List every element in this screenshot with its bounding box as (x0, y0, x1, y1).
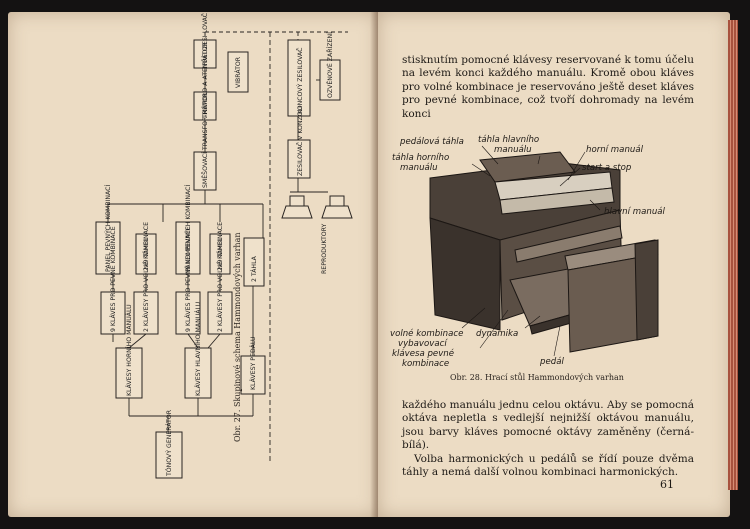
block-label: KONCOVÝ ZESILOVAČ (295, 48, 304, 114)
left-page: PŘEDZESI-LOVAČ VIBRÁTOR TREMOLO A ATENUÁ… (8, 12, 378, 517)
block-label: 2x9 TÁHEL (215, 237, 224, 271)
label-pedal: pedál (539, 357, 564, 367)
echo-block (319, 59, 341, 101)
tremolo-block (193, 91, 217, 121)
tone-generator-block (155, 431, 183, 479)
console-amp-block (287, 139, 311, 179)
preamp-block (193, 39, 217, 69)
speaker-icon (281, 195, 353, 219)
free-keys-block-1 (133, 291, 159, 335)
block-label: OZVĚNOVÉ ZAŘÍZENÍ (325, 32, 334, 98)
label-upper-drawbars: táhla horního (392, 153, 449, 163)
main-manual-block (184, 347, 212, 399)
organ-console-figure: pedálová táhla táhla hlavního manuálu tá… (390, 135, 666, 369)
paragraph-bottom-2: Volba harmonických u pedálů se řídí pouz… (402, 452, 694, 479)
block-label: 9 KLÁVES PRO PEVNÉ KOMBINACE (108, 226, 117, 332)
fixed-keys-block-2 (175, 291, 201, 335)
block-label: KLÁVESY HORNÍHO MANUÁLU (124, 304, 133, 396)
block-label: PANEL PEVNÝCH KOMBINACÍ (103, 185, 112, 272)
label-upper-drawbars-2: manuálu (400, 163, 438, 173)
figure-28-caption: Obr. 28. Hrací stůl Hammondových varhan (450, 373, 624, 382)
paragraph-bottom: každého manuálu jednu celou oktávu. Aby … (402, 399, 694, 479)
block-label: 2 KLÁVESY PRO VOLNÉ KOMBINACE (141, 222, 150, 332)
paragraph-top: stisknutím pomocné klávesy reservované k… (402, 54, 694, 120)
block-diagram: PŘEDZESI-LOVAČ VIBRÁTOR TREMOLO A ATENUÁ… (95, 13, 353, 479)
drawbars-block-2 (209, 233, 231, 275)
pedal-keys-block (240, 355, 266, 395)
paragraph-bottom-1: každého manuálu jednu celou oktávu. Aby … (402, 399, 694, 452)
label-free-combinations: volné kombinace (390, 328, 463, 339)
power-amp-block (287, 39, 311, 117)
block-label: ZESILOVAČ V KONZOLI (295, 106, 304, 176)
label-main-manual: hlavní manuál (604, 207, 666, 217)
figure-27-caption: Obr. 27. Skupinové schema Hammondových v… (233, 232, 242, 443)
label-upper-manual: horní manuál (586, 145, 644, 155)
vibrator-block (227, 51, 249, 93)
fixed-panel-block-1 (95, 221, 121, 275)
block-label: PANEL PEVNÝCH KOMBINACÍ (183, 185, 192, 272)
block-label: TÓNOVÝ GENERÁTOR (164, 409, 173, 477)
block-label: TREMOLO A ATENUÁTOR (200, 42, 209, 119)
block-label: VIBRÁTOR (233, 56, 242, 88)
block-label: REPRODUKTORY (321, 223, 328, 274)
block-label: 2 KLÁVESY PRO VOLNÉ KOMBINACE (215, 222, 224, 332)
block-label: SMĚŠOVACÍ TRANSFOR-MÁTOR (200, 92, 209, 188)
mixing-transformer-block (193, 151, 217, 191)
right-page: stisknutím pomocné klávesy reservované k… (378, 12, 730, 517)
label-main-drawbars: táhla hlavního (478, 135, 539, 145)
block-label: KLÁVESY HLAVNÍHO MANUÁLU (193, 302, 202, 396)
block-label: PŘEDZESI-LOVAČ (200, 13, 209, 66)
upper-manual-block (115, 347, 143, 399)
block-label: 2 TÁHLA (249, 255, 258, 282)
label-release: vybavovací (398, 339, 448, 349)
label-combination: kombinace (402, 359, 449, 369)
pedal-drawbars-block (243, 237, 265, 287)
block-label: KLÁVESY PEDÁLU (248, 337, 257, 391)
drawbars-block-1 (135, 233, 157, 275)
page-edges (728, 20, 738, 490)
label-fixed-key: klávesa pevné (392, 348, 454, 359)
label-main-drawbars-2: manuálu (494, 145, 532, 155)
free-keys-block-2 (207, 291, 233, 335)
label-dynamics: dynamika (476, 329, 518, 339)
fixed-keys-block-1 (100, 291, 126, 335)
fixed-panel-block-2 (175, 221, 201, 275)
block-label: 2x9 TÁHEL (141, 237, 150, 271)
page-number: 61 (660, 478, 674, 491)
block-label: 9 KLÁVES PRO PEVNÉ KOMBINACE (183, 226, 192, 332)
label-start-stop: start a stop (582, 163, 632, 173)
label-pedal-drawbars: pedálová táhla (399, 137, 464, 147)
